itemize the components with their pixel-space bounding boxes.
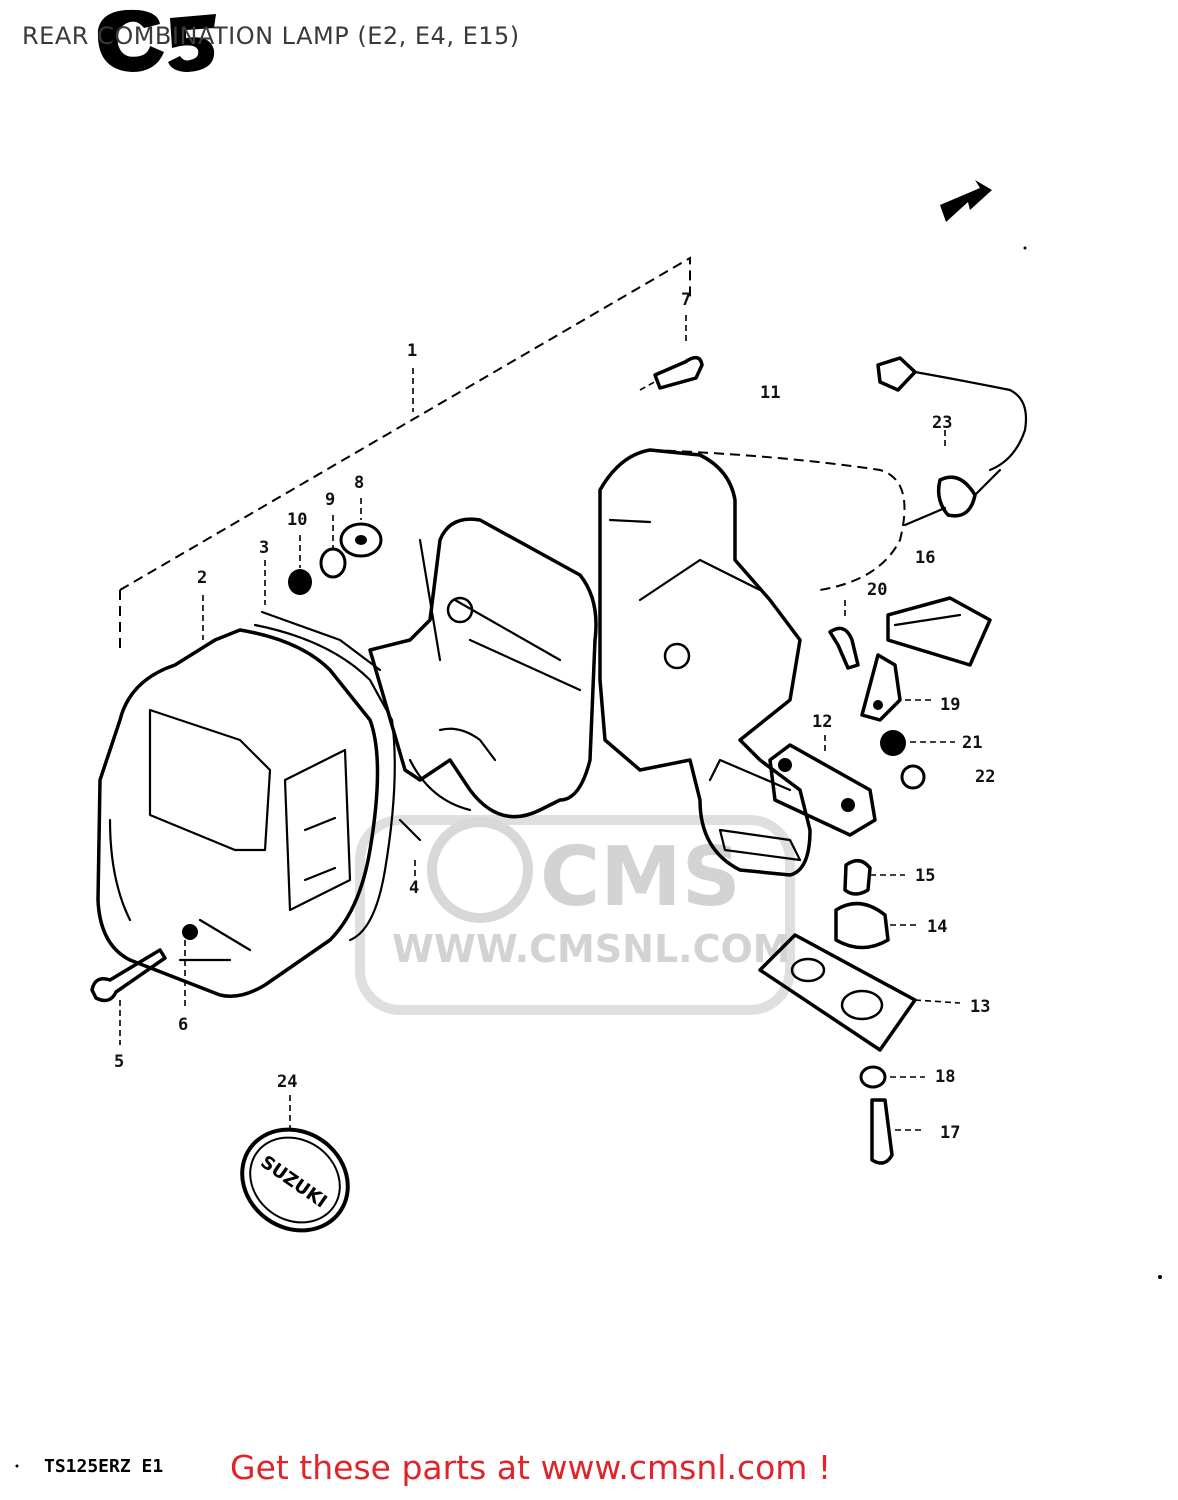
callout-21: 21 [962, 733, 982, 753]
diagram-code: TS125ERZ E1 [44, 1456, 164, 1477]
callout-10: 10 [287, 510, 307, 530]
callout-11: 11 [760, 383, 780, 403]
part-5-screw [90, 940, 186, 1045]
callout-1: 1 [407, 341, 417, 361]
callout-12: 12 [812, 712, 832, 732]
part-15-cap [843, 858, 905, 896]
callout-24: 24 [277, 1072, 297, 1092]
part-10-nut [288, 535, 312, 595]
callout-23: 23 [932, 413, 952, 433]
emblem-text: SUZUKI [256, 1152, 330, 1213]
part-2-lens [96, 628, 380, 998]
callout-22: 22 [975, 767, 995, 787]
part-4-base-plate [368, 517, 598, 842]
section-mark-logo: C5 [88, 0, 216, 72]
page-title: REAR COMBINATION LAMP (E2, E4, E15) [22, 22, 520, 50]
callout-16: 16 [915, 548, 935, 568]
part-19-plate [860, 653, 935, 722]
section-mark-text: C5 [88, 0, 90, 1]
part-21-nut [880, 730, 955, 756]
assembly-1-outline [119, 256, 691, 650]
part-24-emblem: SUZUKI [240, 1095, 350, 1233]
leaders-2-3 [202, 560, 266, 640]
callout-4: 4 [409, 878, 419, 898]
callout-19: 19 [940, 695, 960, 715]
callout-8: 8 [354, 473, 364, 493]
callout-17: 17 [940, 1123, 960, 1143]
part-12-clamp [768, 743, 877, 837]
callout-6: 6 [178, 1015, 188, 1035]
callout-2: 2 [197, 568, 207, 588]
part-23-wire-harness [876, 356, 1028, 527]
part-8-washer [339, 498, 383, 558]
part-14-rubber [834, 901, 920, 950]
part-20-bolt [828, 600, 860, 670]
callout-20: 20 [867, 580, 887, 600]
cta-link[interactable]: Get these parts at www.cmsnl.com ! [230, 1448, 832, 1487]
callout-3: 3 [259, 538, 269, 558]
callout-9: 9 [325, 490, 335, 510]
part-3-gasket [253, 610, 396, 942]
callout-18: 18 [935, 1067, 955, 1087]
part-13-plate [758, 933, 961, 1052]
callout-7: 7 [681, 290, 691, 310]
callout-14: 14 [927, 917, 947, 937]
part-7-bolt [639, 315, 704, 391]
part-11-bracket [598, 448, 812, 877]
part-9-washer [319, 515, 347, 579]
callout-5: 5 [114, 1052, 124, 1072]
part-20-reflector-bracket [886, 596, 992, 667]
callout-15: 15 [915, 866, 935, 886]
watermark: CMS WWW.CMSNL.COM [355, 815, 795, 1015]
part-22-washer [900, 764, 926, 790]
watermark-logo: CMS [540, 830, 741, 925]
part-18-washer [859, 1065, 925, 1089]
callout-13: 13 [970, 997, 990, 1017]
front-direction-arrow-icon [940, 180, 992, 222]
part-17-bolt [870, 1098, 925, 1165]
watermark-url: WWW.CMSNL.COM [392, 927, 791, 971]
part-11-outline [649, 449, 906, 591]
